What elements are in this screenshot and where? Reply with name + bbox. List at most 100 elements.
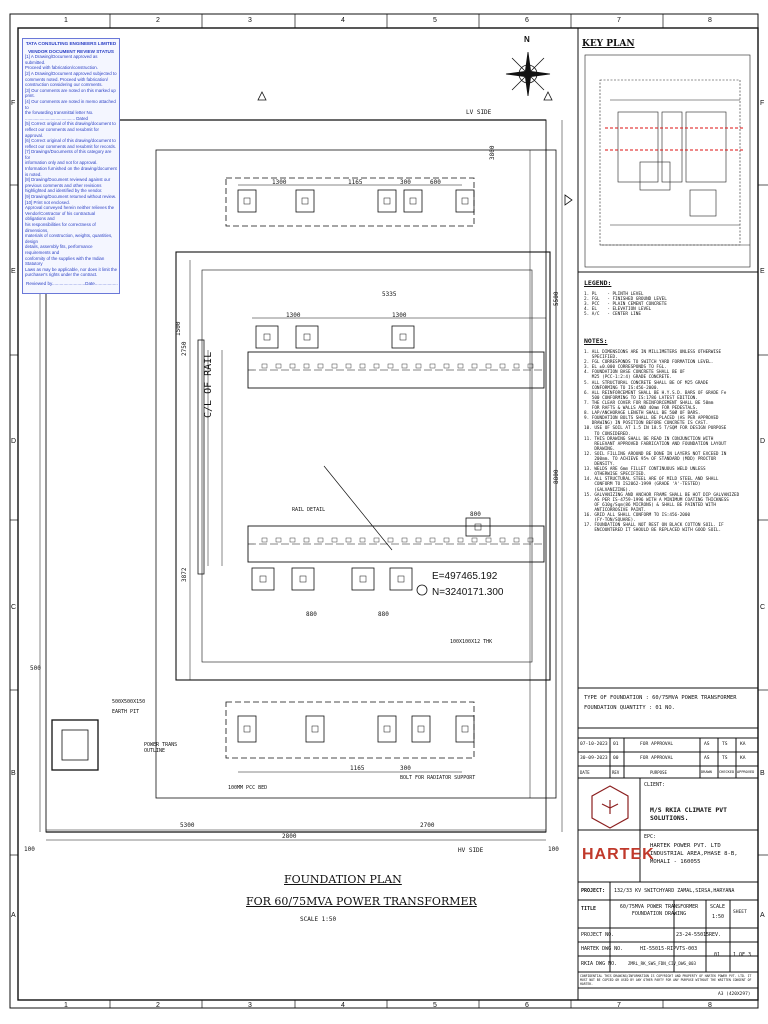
grid-column-label: 6 — [525, 1002, 529, 1009]
stamp-line: Vendor/Contractor of his contractual obl… — [25, 210, 96, 222]
note-line: 15. GALVANIZING AND ANCHOR FRAME SHALL B… — [584, 492, 740, 498]
grid-row-label: F — [760, 100, 765, 107]
note-line: 500 CONFORMING TO IS:1786 LATEST EDITION… — [584, 395, 698, 401]
client-label: CLIENT: — [644, 782, 666, 788]
rail-clip — [387, 363, 394, 369]
rev-value: 01 — [714, 952, 721, 958]
pedestal — [237, 715, 257, 743]
grid-column-label: 3 — [248, 1002, 252, 1009]
pedestal — [237, 189, 257, 213]
grid-column-label: 5 — [433, 1002, 437, 1009]
easting-coordinate: E=497465.192 — [432, 571, 498, 582]
stamp-line: [4] Our comments are noted in memo attac… — [25, 98, 116, 110]
rail-clip — [499, 537, 506, 543]
stamp-line: reflect our comments and resubmit for ap… — [25, 126, 99, 138]
rail-clip — [345, 363, 352, 369]
lv-side-label: LV SIDE — [466, 109, 492, 116]
revision-cell-c: KA — [740, 742, 746, 747]
grid-ticks — [10, 14, 768, 1008]
pedestal-group — [237, 189, 534, 743]
dim-1300-top: 1300 — [272, 179, 287, 186]
pedestal-bolt — [461, 197, 469, 205]
note-line: FOR RAFTS & WALLS AND 40mm FOR PEDESTALS… — [584, 406, 698, 412]
rail-clip — [303, 363, 310, 369]
contractor-address-line: INDUSTRIAL AREA,PHASE 8-B, — [650, 851, 738, 857]
grid-row-label: A — [11, 912, 16, 919]
transformer-raft — [175, 251, 551, 681]
legend-title: LEGEND: — [584, 279, 612, 287]
note-line: 14. ALL STRUCTURAL STEEL ARE OF MILD STE… — [584, 477, 719, 483]
note-line: (FY-TON/SQUARE). — [584, 518, 636, 524]
stamp-line: [5] Correct original of this drawing/doc… — [25, 121, 116, 127]
revision-cell-desc: FOR APPROVAL — [640, 756, 674, 761]
rail-clip — [457, 363, 464, 369]
grid-column-label: 4 — [341, 1002, 345, 1009]
note-line: 11. THIS DRAWING SHALL BE READ IN CONJUN… — [584, 436, 714, 442]
rail-clip — [373, 363, 380, 369]
stamp-line: Approval conveyed herein neither relieve… — [25, 205, 115, 211]
rail-detail-label: RAIL DETAIL — [292, 507, 326, 513]
rkia-dwg-value: ZMRL_RK_SWS_FDN_CIV_DWG_003 — [628, 961, 697, 966]
rail-clip — [513, 537, 520, 543]
grid-column-label: 8 — [708, 17, 712, 24]
rail-clip — [429, 363, 436, 369]
note-line: OTHERWISE SPECIFIED. — [584, 472, 647, 478]
rail-clip — [317, 537, 324, 543]
legend-item: 2. FGL - FINISHED GROUND LEVEL — [584, 297, 667, 303]
rail-clip — [289, 537, 296, 543]
note-line: CONFORMING TO IS:456-2000. — [584, 385, 660, 391]
hartek-logo-text: HARTEK — [582, 846, 655, 863]
grid-column-label: 6 — [525, 17, 529, 24]
grid-column-label: 2 — [156, 1002, 160, 1009]
grid-row-label: E — [760, 268, 765, 275]
dim-1300-mid2: 1300 — [392, 312, 407, 319]
grid-column-label: 5 — [433, 17, 437, 24]
hartek-dwg-value: HI-55015-RIPVTS-003 — [640, 946, 698, 952]
rev-header-approved: APPROVED — [737, 770, 755, 774]
stamp-line: Proceed with fabrication/construction. — [25, 65, 98, 71]
note-line: 12. SOIL FILLING AROUND BE DONE IN LAYER… — [584, 451, 727, 457]
rail-clip — [275, 363, 282, 369]
pedestal-bolt — [263, 333, 271, 341]
rail-clip — [303, 537, 310, 543]
revision-cell-b: TS — [722, 742, 728, 747]
grid-row-label: E — [11, 268, 16, 275]
stamp-line: is noted. — [25, 171, 42, 177]
grid-column-label: 4 — [341, 17, 345, 24]
note-line: 10. USE OF SOIL AT 1.5 IN 18.5 T/SQM FOR… — [584, 426, 727, 432]
drawing-title: 60/75MVA POWER TRANSFORMER FOUNDATION DR… — [619, 904, 699, 917]
revision-cell-desc: FOR APPROVAL — [640, 742, 674, 747]
rail-clip — [499, 363, 506, 369]
pedestal-bolt — [461, 725, 469, 733]
foundation-type: TYPE OF FOUNDATION : 60/75MVA POWER TRAN… — [584, 695, 737, 701]
pedestal-bolt — [243, 197, 251, 205]
pedestal-bolt — [474, 523, 482, 531]
grid-row-label: F — [11, 100, 16, 107]
dim-800: 800 — [470, 511, 481, 518]
rail-clip — [401, 537, 408, 543]
legend-item: 1. PL - PLINTH LEVEL — [584, 292, 644, 297]
plan-scale: SCALE 1:50 — [300, 916, 337, 923]
rail-clip — [359, 363, 366, 369]
foundation-quantity: FOUNDATION QUANTITY : 01 NO. — [584, 705, 675, 711]
key-plan-sketch — [584, 54, 751, 268]
dim-1500: 1500 — [175, 321, 182, 336]
dim-1165-top: 1165 — [348, 179, 363, 186]
rev-header-rev: REV — [612, 770, 620, 775]
inner-border — [17, 27, 759, 1001]
stamp-line: [1] A Drawing/Document approved as submi… — [25, 54, 98, 65]
rail-clip — [527, 537, 534, 543]
stamp-line: ........................................… — [25, 115, 88, 121]
rail-clip — [401, 363, 408, 369]
pedestal-bolt — [399, 333, 407, 341]
note-line: 13. WELDS ARE 6mm FILLET CONTINUOUS WELD… — [584, 467, 706, 473]
scale-label: SCALE — [710, 904, 726, 910]
stamp-line: [8] Drawing/Document reviewed against ou… — [25, 177, 111, 183]
sheet-value: 1 OF 3 — [733, 952, 752, 958]
confidential-notice: CONFIDENTIAL THIS DRAWING/INFORMATION IS… — [580, 974, 752, 986]
pedestal-bolt — [243, 725, 251, 733]
rail-clip — [275, 537, 282, 543]
revision-cell-rev: 00 — [613, 756, 619, 761]
dim-300-top: 300 — [400, 179, 411, 186]
